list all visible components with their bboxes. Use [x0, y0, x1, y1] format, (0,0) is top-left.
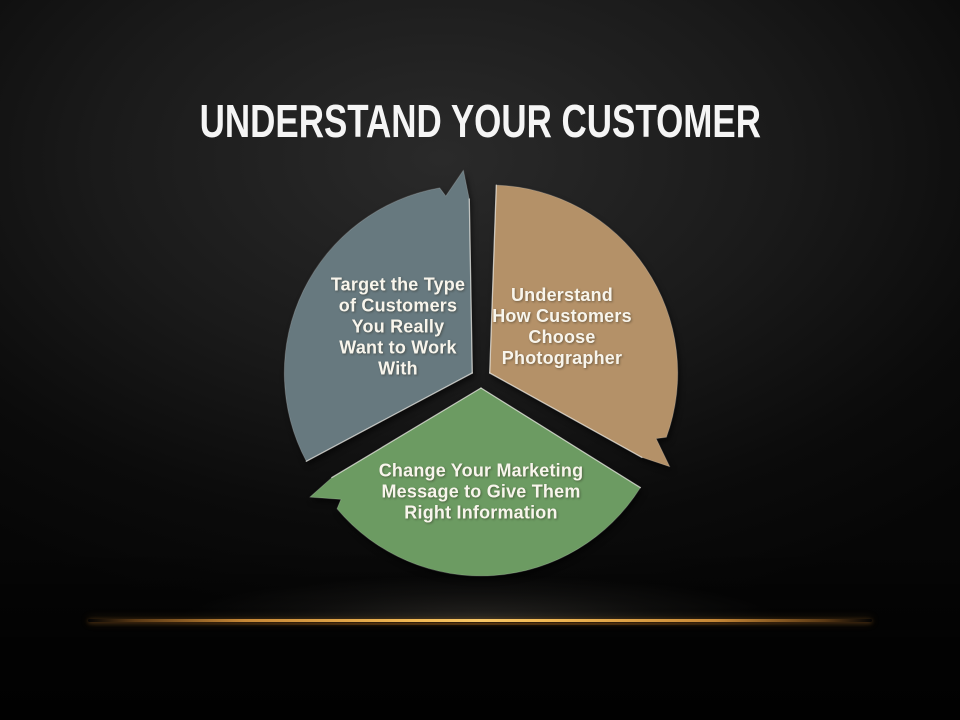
edge-highlight: [305, 372, 473, 462]
segment-target-customers: [283, 169, 473, 462]
edge-highlight: [489, 184, 497, 374]
horizon-underline: [150, 623, 810, 625]
segment-label-understand-choose: Understand How Customers Choose Photogra…: [492, 285, 632, 368]
edge-highlight: [468, 198, 473, 374]
segment-label-target-customers: Target the Type of Customers You Really …: [330, 274, 466, 379]
edge-highlight: [480, 387, 642, 489]
segment-label-change-message: Change Your Marketing Message to Give Th…: [378, 460, 584, 523]
segment-understand-choose: [489, 184, 679, 468]
edge-highlight: [331, 387, 482, 479]
page-title: UNDERSTAND YOUR CUSTOMER: [0, 98, 960, 144]
segment-change-message: [309, 387, 641, 577]
page-title-text: UNDERSTAND YOUR CUSTOMER: [199, 95, 761, 147]
horizon-line: [88, 619, 872, 622]
edge-highlight: [489, 372, 643, 459]
